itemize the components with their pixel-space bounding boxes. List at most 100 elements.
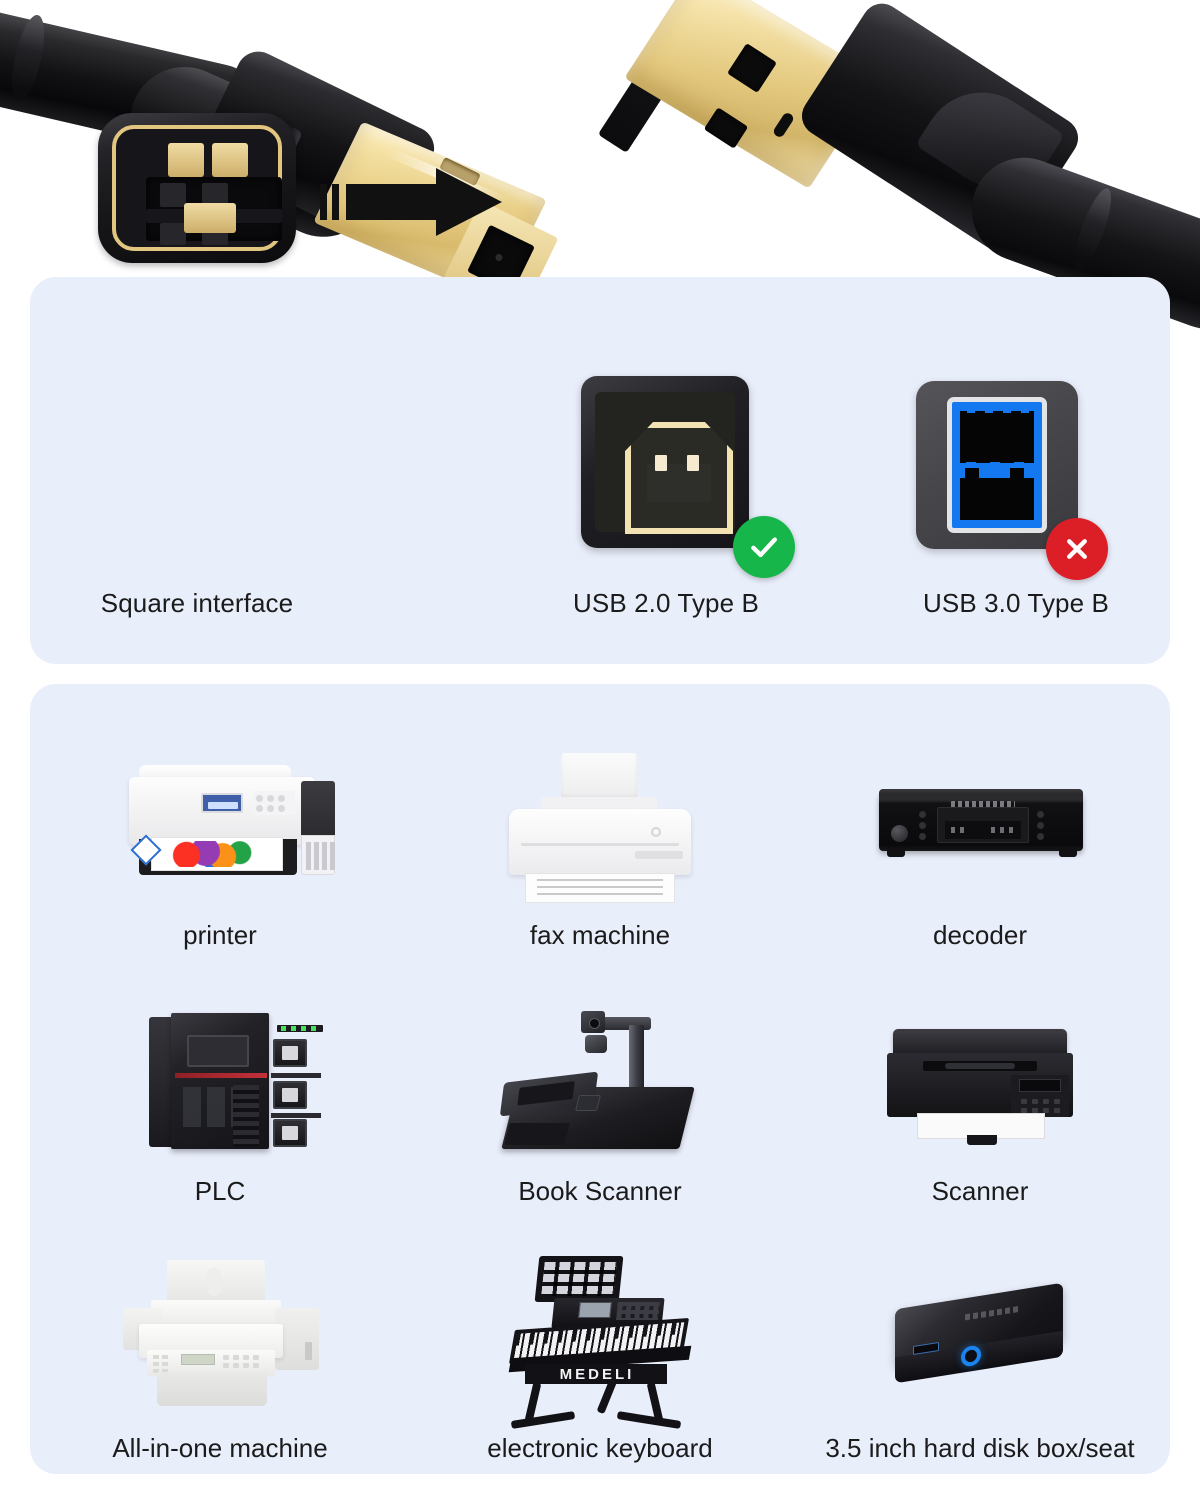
keyboard-music-rest — [534, 1255, 624, 1302]
decoder-brand-mark — [951, 800, 1015, 808]
usb-type-b-connector-head-icon — [98, 113, 296, 263]
gold-frame — [112, 125, 282, 251]
contact-tooth — [1014, 462, 1024, 470]
arrow-head — [436, 168, 502, 236]
printer-ink-tank-window — [301, 834, 335, 875]
device-cell: PLC — [30, 957, 410, 1214]
device-label: Book Scanner — [518, 1176, 682, 1207]
fax-feed-lip — [541, 796, 657, 811]
usb3-lower-cavity — [960, 478, 1034, 520]
device-label: electronic keyboard — [487, 1432, 713, 1463]
fax-machine-icon — [485, 739, 715, 914]
contact-tooth — [967, 404, 975, 413]
decoder-knob — [891, 824, 908, 842]
scanner-output-tray — [917, 1113, 1045, 1140]
compat-label-text: Square interface — [100, 588, 294, 618]
contact-tooth — [985, 404, 993, 413]
cross-icon — [1046, 518, 1108, 580]
decoder-feet — [887, 848, 905, 857]
all-in-one-machine-icon — [105, 1252, 335, 1427]
contact-tooth — [1021, 404, 1029, 413]
decoder-buttons-right — [1037, 810, 1044, 818]
aio-paper-feed — [167, 1259, 265, 1304]
contact-tooth — [990, 462, 1000, 470]
gold-tab — [184, 203, 236, 233]
device-label: decoder — [933, 919, 1027, 950]
compat-label-text: USB 3.0 Type B — [923, 588, 1109, 618]
device-label: Scanner — [931, 1176, 1029, 1207]
device-label: printer — [183, 919, 257, 950]
usb3-upper-cavity — [960, 404, 1034, 470]
plc-ethernet-port — [273, 1119, 307, 1148]
keyboard-display — [578, 1301, 612, 1318]
plc-status-leds — [277, 1025, 323, 1033]
pin — [655, 455, 667, 471]
keyboard-stand-bar — [525, 1363, 667, 1384]
printer-keypad — [253, 790, 295, 815]
pin — [687, 455, 699, 471]
pin — [160, 183, 186, 207]
fax-body — [509, 808, 691, 875]
port-pin-block — [647, 455, 711, 502]
scanner-touch-pad — [575, 1095, 601, 1112]
plc-ethernet-port — [273, 1039, 307, 1068]
device-cell: fax machine — [410, 700, 790, 957]
pin — [160, 223, 186, 245]
contact-tooth — [966, 462, 976, 470]
device-label: fax machine — [529, 919, 671, 950]
gold-tab — [212, 143, 248, 177]
compat-label-usb-3-type-b: USB 3.0 Type B — [840, 588, 1192, 619]
electronic-keyboard-icon: MEDELI — [485, 1252, 715, 1429]
scanner-post — [629, 1025, 644, 1108]
decoder-buttons-left — [919, 810, 926, 818]
aio-display — [181, 1353, 215, 1365]
hard-disk-enclosure-icon — [865, 1252, 1095, 1427]
plc-icon — [105, 995, 335, 1170]
plc-port-label — [271, 1073, 321, 1079]
printer-display — [201, 792, 243, 813]
scanner-display — [1019, 1079, 1061, 1093]
book-scanner-icon — [485, 995, 715, 1170]
fax-paper-feed — [561, 752, 637, 799]
compat-label-square-interface: Square interface — [0, 588, 394, 619]
device-label: 3.5 inch hard disk box/seat — [825, 1432, 1135, 1463]
device-cell: Scanner — [790, 957, 1170, 1214]
scanner-front-edge — [504, 1123, 570, 1146]
check-icon — [733, 516, 795, 578]
device-cell: MEDELI electronic keyboard — [410, 1213, 790, 1470]
compat-label-text: USB 2.0 Type B — [573, 588, 759, 618]
usb-2-type-b-port-icon — [581, 376, 749, 548]
plc-accent-stripe — [175, 1073, 267, 1079]
fax-controls — [635, 850, 683, 859]
plc-vent-slot — [233, 1085, 259, 1148]
scanner-tray-tab — [967, 1135, 997, 1146]
arrow-tick — [332, 184, 339, 220]
fax-power-button — [651, 826, 661, 837]
right-arrow-icon — [320, 168, 520, 236]
usb-3-type-b-port-icon — [916, 381, 1078, 549]
printer-icon — [105, 739, 335, 914]
keyboard-stand-foot — [510, 1411, 576, 1429]
plc-ethernet-port — [273, 1081, 307, 1110]
plc-side-rail — [149, 1017, 175, 1148]
scanner-icon — [865, 995, 1095, 1170]
device-cell: 3.5 inch hard disk box/seat — [790, 1213, 1170, 1470]
compat-label-usb-2-type-b: USB 2.0 Type B — [490, 588, 842, 619]
keyboard-brand-label: MEDELI — [559, 1365, 635, 1383]
scanner-handle-slot — [923, 1061, 1037, 1072]
decoder-icon — [865, 739, 1095, 914]
fax-seam — [521, 842, 679, 846]
device-cell: decoder — [790, 700, 1170, 957]
keyboard-buttons — [616, 1301, 660, 1320]
plc-port-label — [271, 1113, 321, 1119]
port-recess — [595, 392, 735, 534]
aio-function-keys — [153, 1353, 173, 1373]
aio-keypad — [221, 1353, 271, 1373]
printer-ink-tank — [301, 780, 335, 843]
printed-document — [537, 878, 663, 899]
scanner-lens — [585, 1035, 607, 1054]
plc-display — [187, 1035, 249, 1068]
device-cell: All-in-one machine — [30, 1213, 410, 1470]
device-cell: Book Scanner — [410, 957, 790, 1214]
aio-output-tray — [157, 1371, 267, 1406]
